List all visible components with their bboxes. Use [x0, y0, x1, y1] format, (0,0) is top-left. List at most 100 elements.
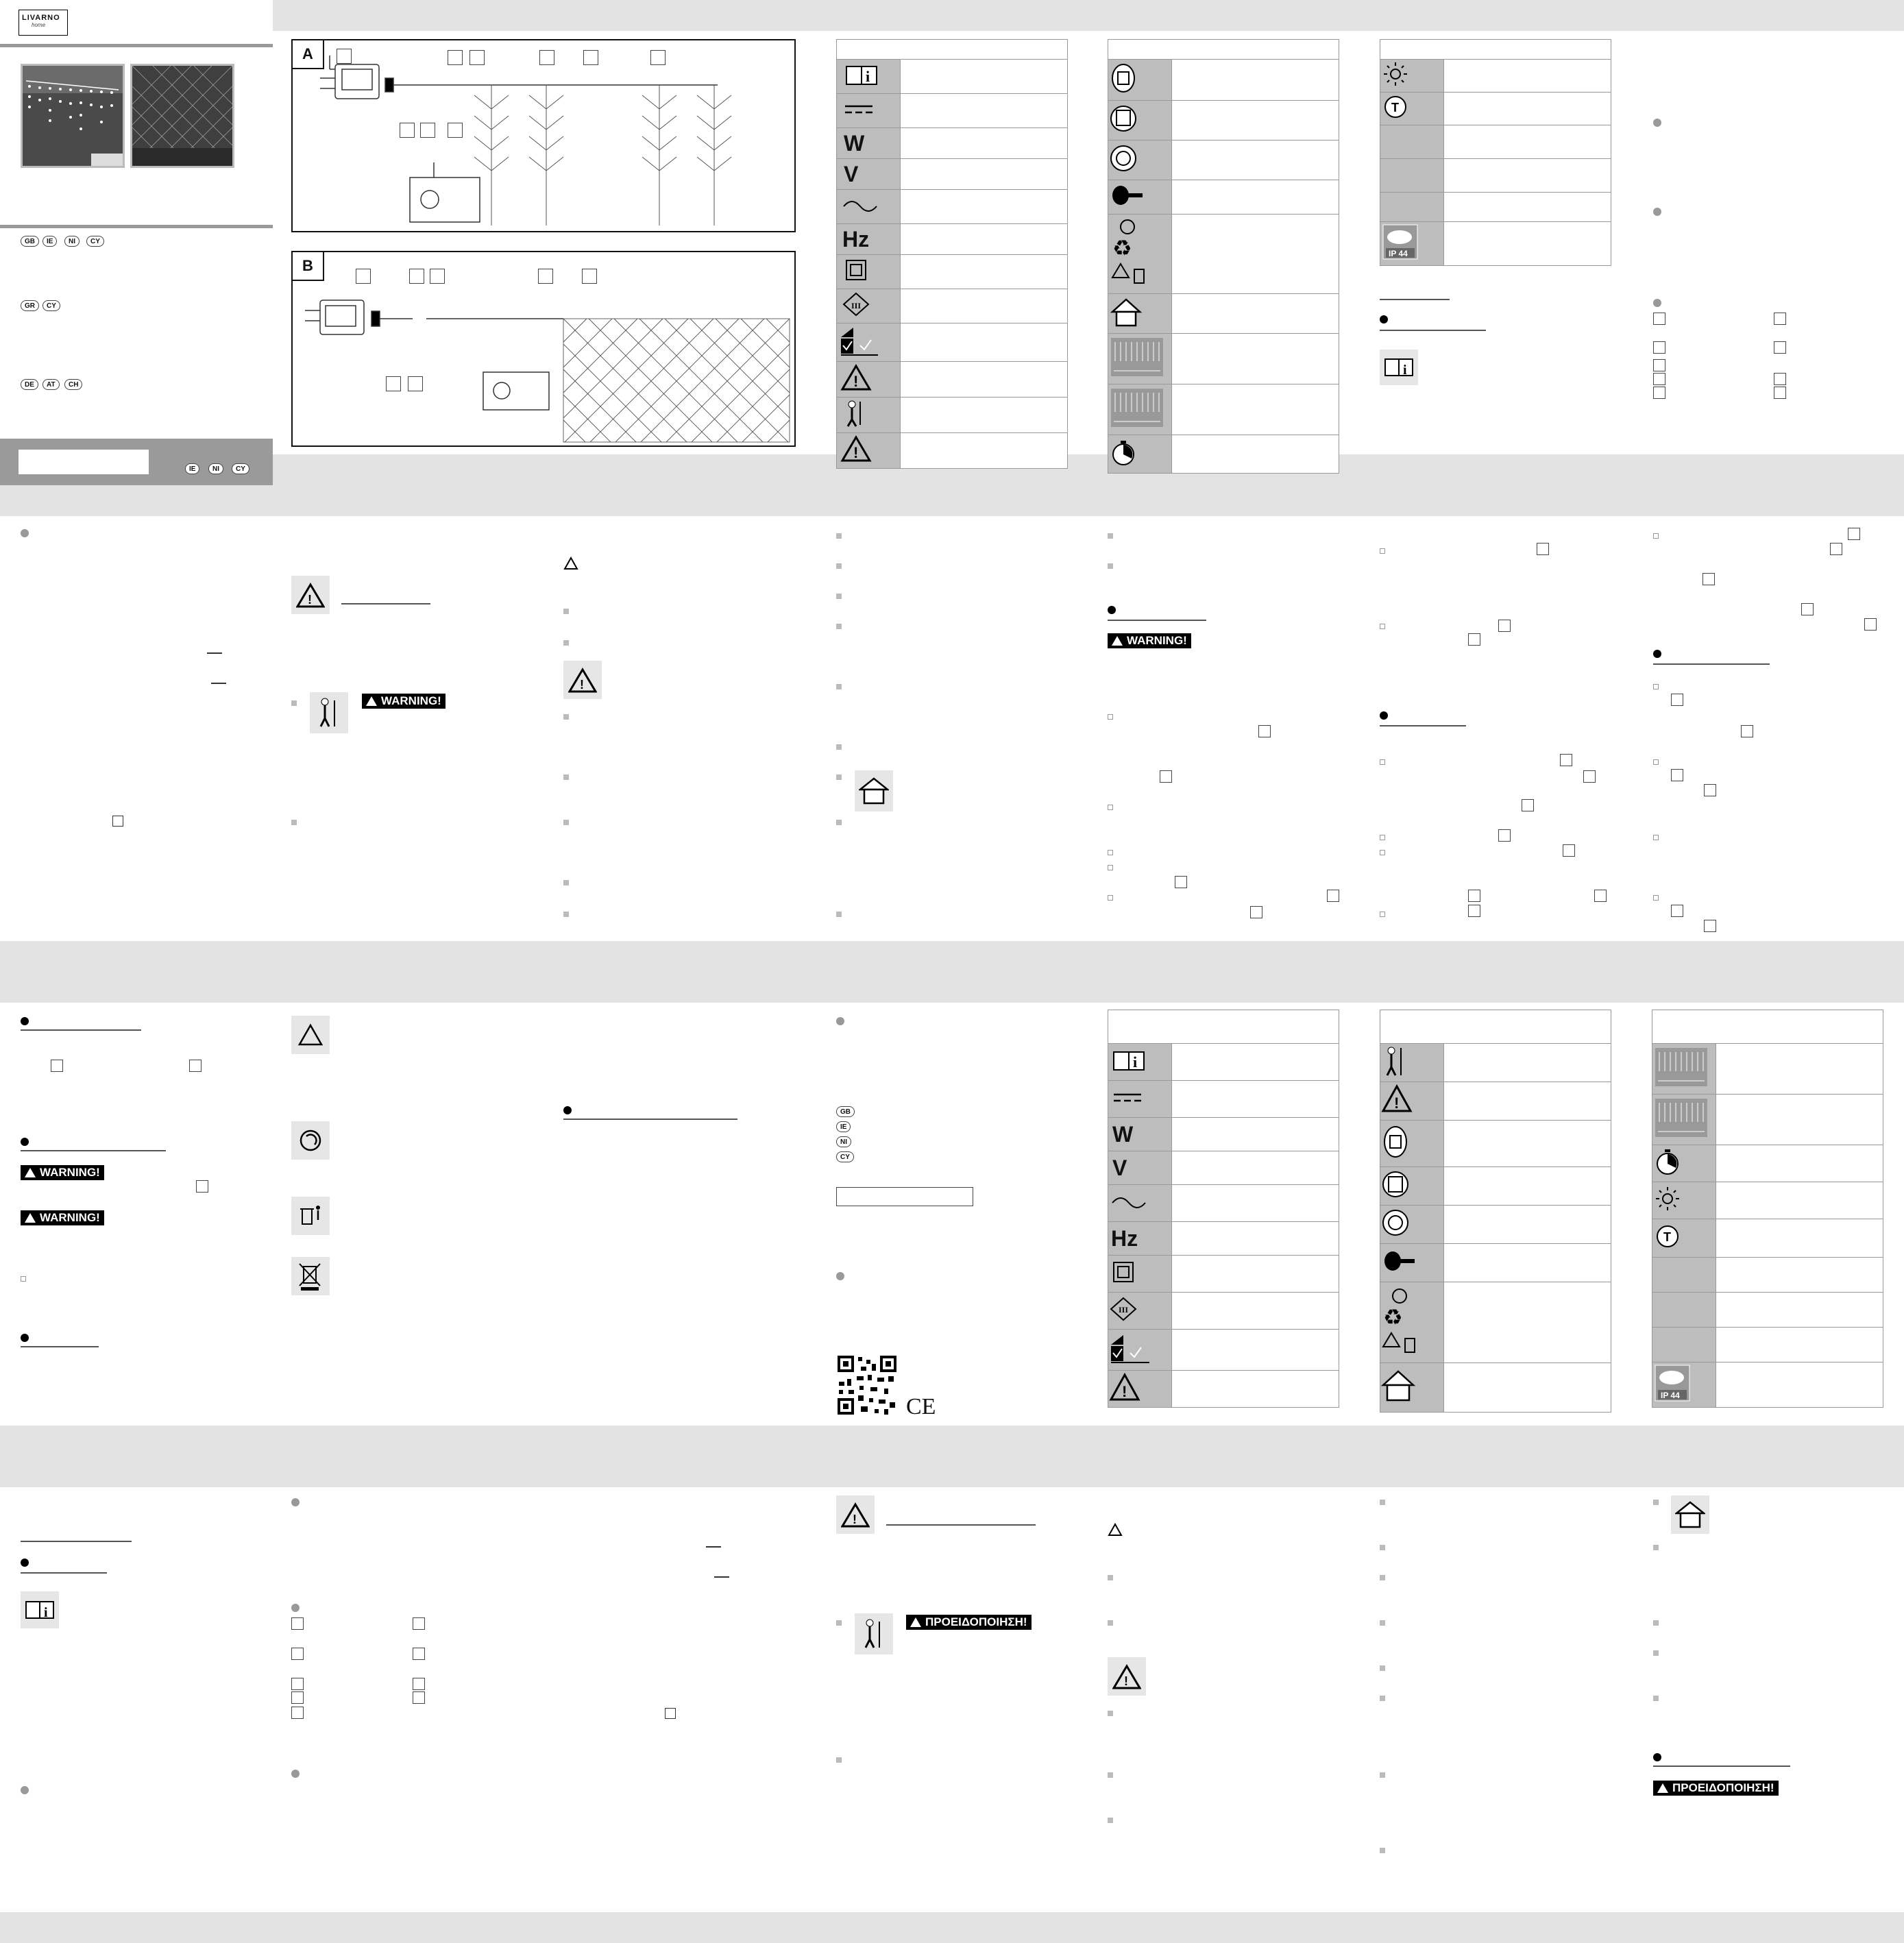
ip44-icon: IP 44 [1652, 1362, 1716, 1408]
symbol-table-3: T IP 44 [1380, 39, 1611, 266]
warning-triangle-icon [1112, 636, 1123, 646]
plug-icon [1380, 1243, 1444, 1282]
volt-icon: V [1108, 1151, 1172, 1185]
list-bullet [1653, 533, 1659, 539]
protection-class-iii-icon: III [1108, 1292, 1172, 1330]
svg-text:T: T [1663, 1230, 1671, 1244]
child-safety-icon [855, 1613, 893, 1654]
svg-text:i: i [866, 68, 870, 85]
indoor-use-icon [1671, 1495, 1709, 1534]
light-sensor-icon [1380, 59, 1444, 93]
svg-text:III: III [851, 301, 861, 310]
protection-class-ii-icon [112, 816, 123, 827]
part-number-box [189, 1060, 202, 1072]
callout-box [386, 376, 401, 391]
list-bullet [1380, 912, 1385, 917]
part-number-box [1160, 770, 1172, 783]
warning-label: WARNING! [21, 1210, 104, 1225]
country-pill: CH [64, 379, 83, 390]
section-bullet [291, 1604, 300, 1612]
warning-triangle-icon [1657, 1783, 1668, 1793]
country-pill: CY [232, 463, 249, 474]
country-pill: CY [42, 300, 60, 311]
section-bullet [1380, 711, 1388, 720]
country-pill: AT [42, 379, 60, 390]
callout-box [337, 49, 352, 64]
callout-box [538, 269, 553, 284]
watt-icon: W [1108, 1117, 1172, 1151]
list-bullet [1653, 1620, 1659, 1626]
warning-text: WARNING! [40, 1211, 100, 1224]
part-number-box [1801, 603, 1814, 615]
section-bullet [1108, 606, 1116, 614]
country-pill: IE [42, 236, 58, 247]
list-bullet [1380, 1500, 1385, 1505]
part-number-box [1653, 387, 1665, 399]
part-number-box [1671, 905, 1683, 917]
indoor-outdoor-icon [1108, 1329, 1172, 1371]
part-number-box [1468, 905, 1480, 917]
country-pill: GB [21, 236, 39, 247]
section-underline [21, 1572, 107, 1574]
qr-code [836, 1354, 898, 1416]
country-pill: GB [836, 1106, 855, 1117]
list-bullet [1653, 684, 1659, 689]
dc-symbol [714, 1576, 729, 1583]
svg-text:!: ! [1394, 1095, 1399, 1112]
warning-text: ΠΡΟΕΙΔΟΠΟΙΗΣΗ! [925, 1615, 1027, 1628]
cover-panel: LIVARNO home [0, 0, 273, 485]
band-4 [0, 1426, 1904, 1487]
list-bullet [1108, 1575, 1113, 1580]
list-bullet [1380, 835, 1385, 840]
hertz-icon: Hz [1108, 1221, 1172, 1256]
list-bullet [1380, 548, 1385, 554]
product-photo-curtain [21, 64, 125, 168]
section-underline [21, 1346, 99, 1347]
transformer-icon [1108, 100, 1172, 140]
part-number-box [413, 1617, 425, 1630]
part-number-box [1741, 725, 1753, 737]
list-bullet [1380, 1848, 1385, 1853]
list-bullet [1108, 1818, 1113, 1823]
part-number-box [51, 1060, 63, 1072]
part-number-box [1704, 784, 1716, 796]
svg-text:!: ! [1124, 1674, 1128, 1688]
warning-triangle-icon: ! [291, 576, 330, 614]
manual-icon: i [21, 1591, 59, 1628]
list-bullet [836, 1620, 842, 1626]
protection-class-ii-icon [665, 1708, 676, 1719]
list-bullet [1653, 895, 1659, 901]
section-bullet [1653, 208, 1661, 216]
country-pill: CY [86, 236, 104, 247]
small-warning-icon [563, 556, 578, 574]
warning-label: WARNING! [21, 1165, 104, 1180]
section-underline [1653, 663, 1770, 665]
section-underline [1653, 1765, 1790, 1767]
section-bullet [1653, 1753, 1661, 1761]
list-bullet [1380, 850, 1385, 855]
volt-symbol: V [844, 161, 859, 186]
list-bullet [563, 714, 569, 720]
part-number-box [413, 1678, 425, 1690]
warning-triangle-icon: ! [836, 1495, 875, 1534]
svg-text:!: ! [308, 593, 312, 607]
icicle-lights-photo [23, 66, 123, 166]
part-number-box [1702, 573, 1715, 585]
watt-icon: W [836, 127, 901, 159]
section-underline [886, 1524, 1036, 1526]
electric-warning-icon: ! [563, 661, 602, 699]
child-safety-icon [836, 397, 901, 433]
part-number-box [291, 1678, 304, 1690]
watt-symbol: W [1112, 1121, 1134, 1147]
part-number-box [1653, 341, 1665, 354]
country-pill: NI [64, 236, 80, 247]
part-number-box [1563, 844, 1575, 857]
part-number-box [1175, 876, 1187, 888]
section-bullet [21, 1334, 29, 1342]
warning-label: ΠΡΟΕΙΔΟΠΟΙΗΣΗ! [906, 1615, 1032, 1630]
list-bullet [836, 912, 842, 917]
child-safety-icon [310, 692, 348, 733]
country-pill: GR [21, 300, 39, 311]
warning-triangle-icon: ! [1108, 1370, 1172, 1408]
list-bullet [1380, 1545, 1385, 1550]
